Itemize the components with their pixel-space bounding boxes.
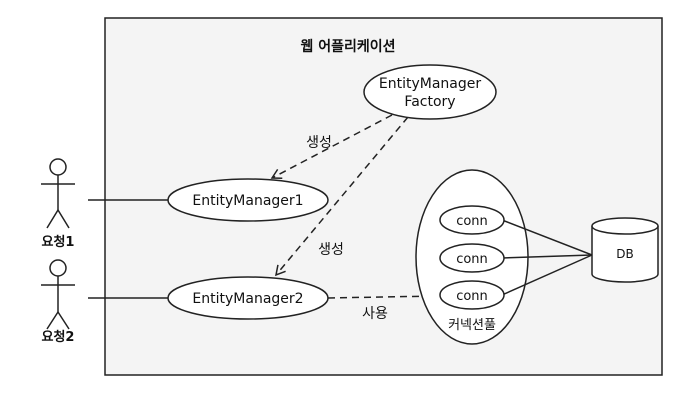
edge-label-create-2: 생성 [318, 242, 344, 258]
actor-request-1 [41, 158, 75, 229]
entity-manager-factory-label-line1: EntityManager [379, 76, 481, 92]
connection-pool-label: 커넥션풀 [448, 318, 496, 333]
db-connection-lines [501, 219, 593, 296]
entity-manager-factory-node [363, 64, 497, 120]
conn-node-1 [439, 205, 505, 235]
entity-manager-2-node [167, 276, 329, 320]
container-title: 웹 어플리케이션 [300, 38, 395, 55]
entity-manager-2-label: EntityManager2 [192, 291, 303, 307]
conn-node-3 [439, 280, 505, 310]
database-label: DB [616, 247, 633, 261]
use-arrow-conn [327, 290, 438, 302]
edge-label-create-1: 생성 [306, 135, 332, 151]
actor-request-2 [41, 259, 75, 330]
edge-label-use: 사용 [362, 306, 388, 322]
conn-label-2: conn [456, 252, 488, 267]
conn-label-3: conn [456, 289, 488, 304]
entity-manager-factory-label-line2: Factory [404, 94, 455, 110]
conn-node-2 [439, 243, 505, 273]
conn-label-1: conn [456, 214, 488, 229]
create-arrow-em1 [270, 114, 393, 179]
database-node [591, 217, 659, 283]
actor-label-request-2: 요청2 [42, 329, 75, 345]
create-arrow-em2 [275, 116, 409, 277]
entity-manager-1-node [167, 178, 329, 222]
entity-manager-1-label: EntityManager1 [192, 193, 303, 209]
actor-label-request-1: 요청1 [42, 234, 75, 250]
